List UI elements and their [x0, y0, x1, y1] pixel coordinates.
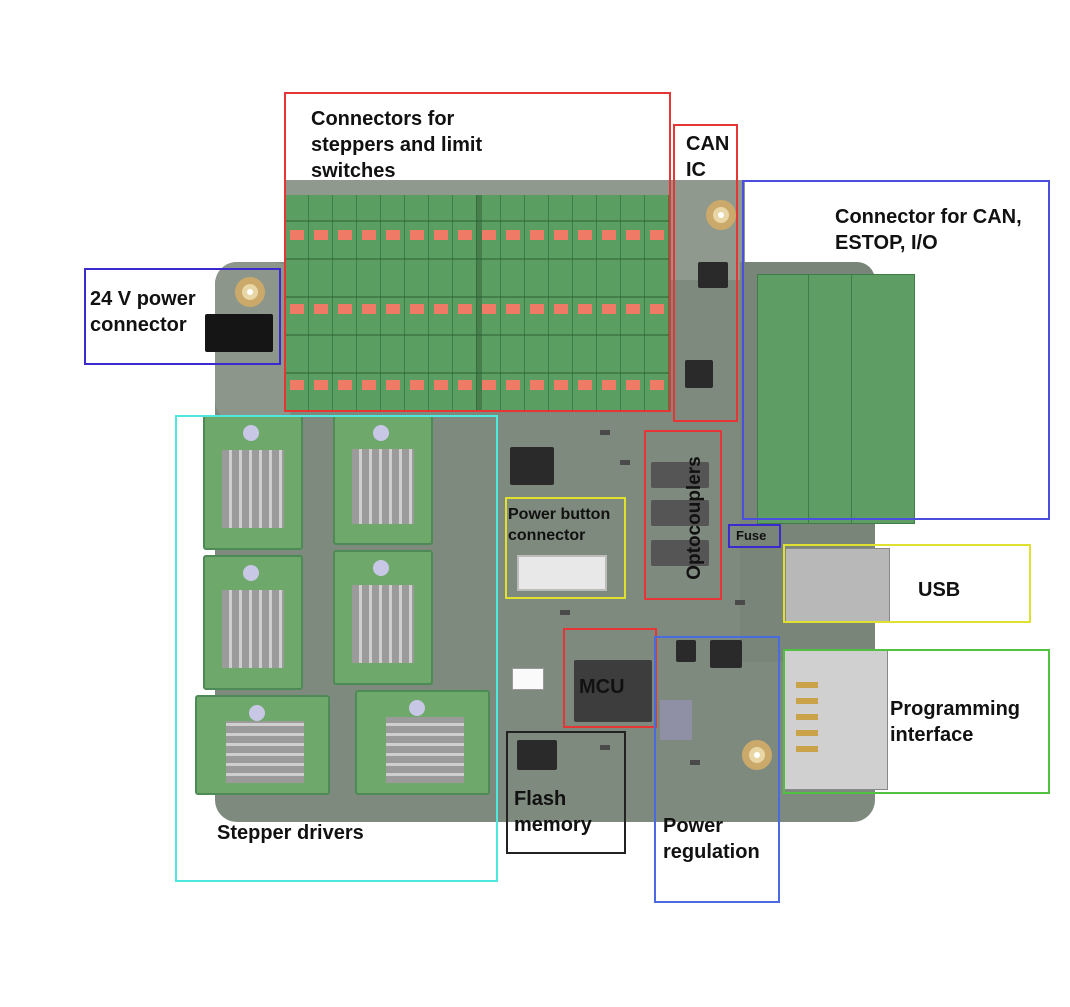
box-optocouplers — [644, 430, 722, 600]
box-usb — [783, 544, 1031, 623]
label-mcu: MCU — [579, 676, 625, 698]
label-power-button: Power button connector — [508, 506, 611, 544]
box-mcu — [563, 628, 657, 728]
mounting-hole-top — [706, 200, 736, 230]
stepper-driver-6 — [355, 690, 490, 795]
programming-pins — [796, 672, 818, 762]
optocoupler-1 — [651, 462, 709, 488]
inductor — [660, 700, 692, 740]
mounting-hole-left — [235, 277, 265, 307]
mcu-chip — [574, 660, 652, 722]
label-connector-can: Connector for CAN, ESTOP, I/O — [835, 206, 1022, 254]
usb-connector — [785, 548, 890, 622]
smd-component — [690, 760, 700, 765]
can-ic-chip — [698, 262, 728, 288]
smd-component — [620, 460, 630, 465]
label-power-regulation: Power regulation — [663, 815, 760, 863]
can-connector-body-3 — [851, 274, 915, 524]
box-flash-memory — [506, 731, 626, 854]
label-programming: Programming interface — [890, 698, 1021, 746]
label-stepper-drivers: Stepper drivers — [217, 822, 364, 844]
voltage-regulator — [510, 447, 554, 485]
can-ic-chip-2 — [685, 360, 713, 388]
power-button-header — [517, 555, 607, 591]
label-24v-power: 24 V power connector — [90, 288, 196, 336]
label-optocouplers: Optocouplers — [684, 456, 705, 580]
smd-component — [560, 610, 570, 615]
optocoupler-3 — [651, 540, 709, 566]
box-power-button — [505, 497, 626, 599]
box-fuse — [728, 524, 781, 548]
stepper-driver-3 — [203, 555, 303, 690]
terminal-grid — [285, 195, 670, 410]
stepper-driver-4 — [333, 550, 433, 685]
reset-button — [512, 668, 544, 690]
label-connectors-steppers: Connectors for steppers and limit switch… — [311, 108, 483, 182]
regulator-chip-2 — [710, 640, 742, 668]
mounting-hole-bottom — [742, 740, 772, 770]
box-stepper-drivers — [175, 415, 498, 882]
box-connector-can — [742, 180, 1050, 520]
smd-component — [600, 745, 610, 750]
can-connector-body-2 — [808, 274, 852, 524]
smd-component — [600, 430, 610, 435]
stepper-driver-5 — [195, 695, 330, 795]
label-usb: USB — [918, 579, 961, 601]
label-fuse: Fuse — [736, 528, 767, 543]
smd-component — [735, 600, 745, 605]
label-flash-memory: Flash memory — [514, 788, 592, 836]
flash-chip — [517, 740, 557, 770]
box-connectors-steppers — [284, 92, 671, 412]
optocoupler-2 — [651, 500, 709, 526]
box-power-regulation — [654, 636, 780, 903]
box-programming — [783, 649, 1050, 794]
box-24v-power — [84, 268, 281, 365]
stepper-driver-1 — [203, 415, 303, 550]
power-jack — [205, 314, 273, 352]
label-can-ic: CAN IC — [686, 133, 730, 181]
stepper-driver-2 — [333, 415, 433, 545]
box-can-ic — [673, 124, 738, 422]
regulator-chip — [676, 640, 696, 662]
